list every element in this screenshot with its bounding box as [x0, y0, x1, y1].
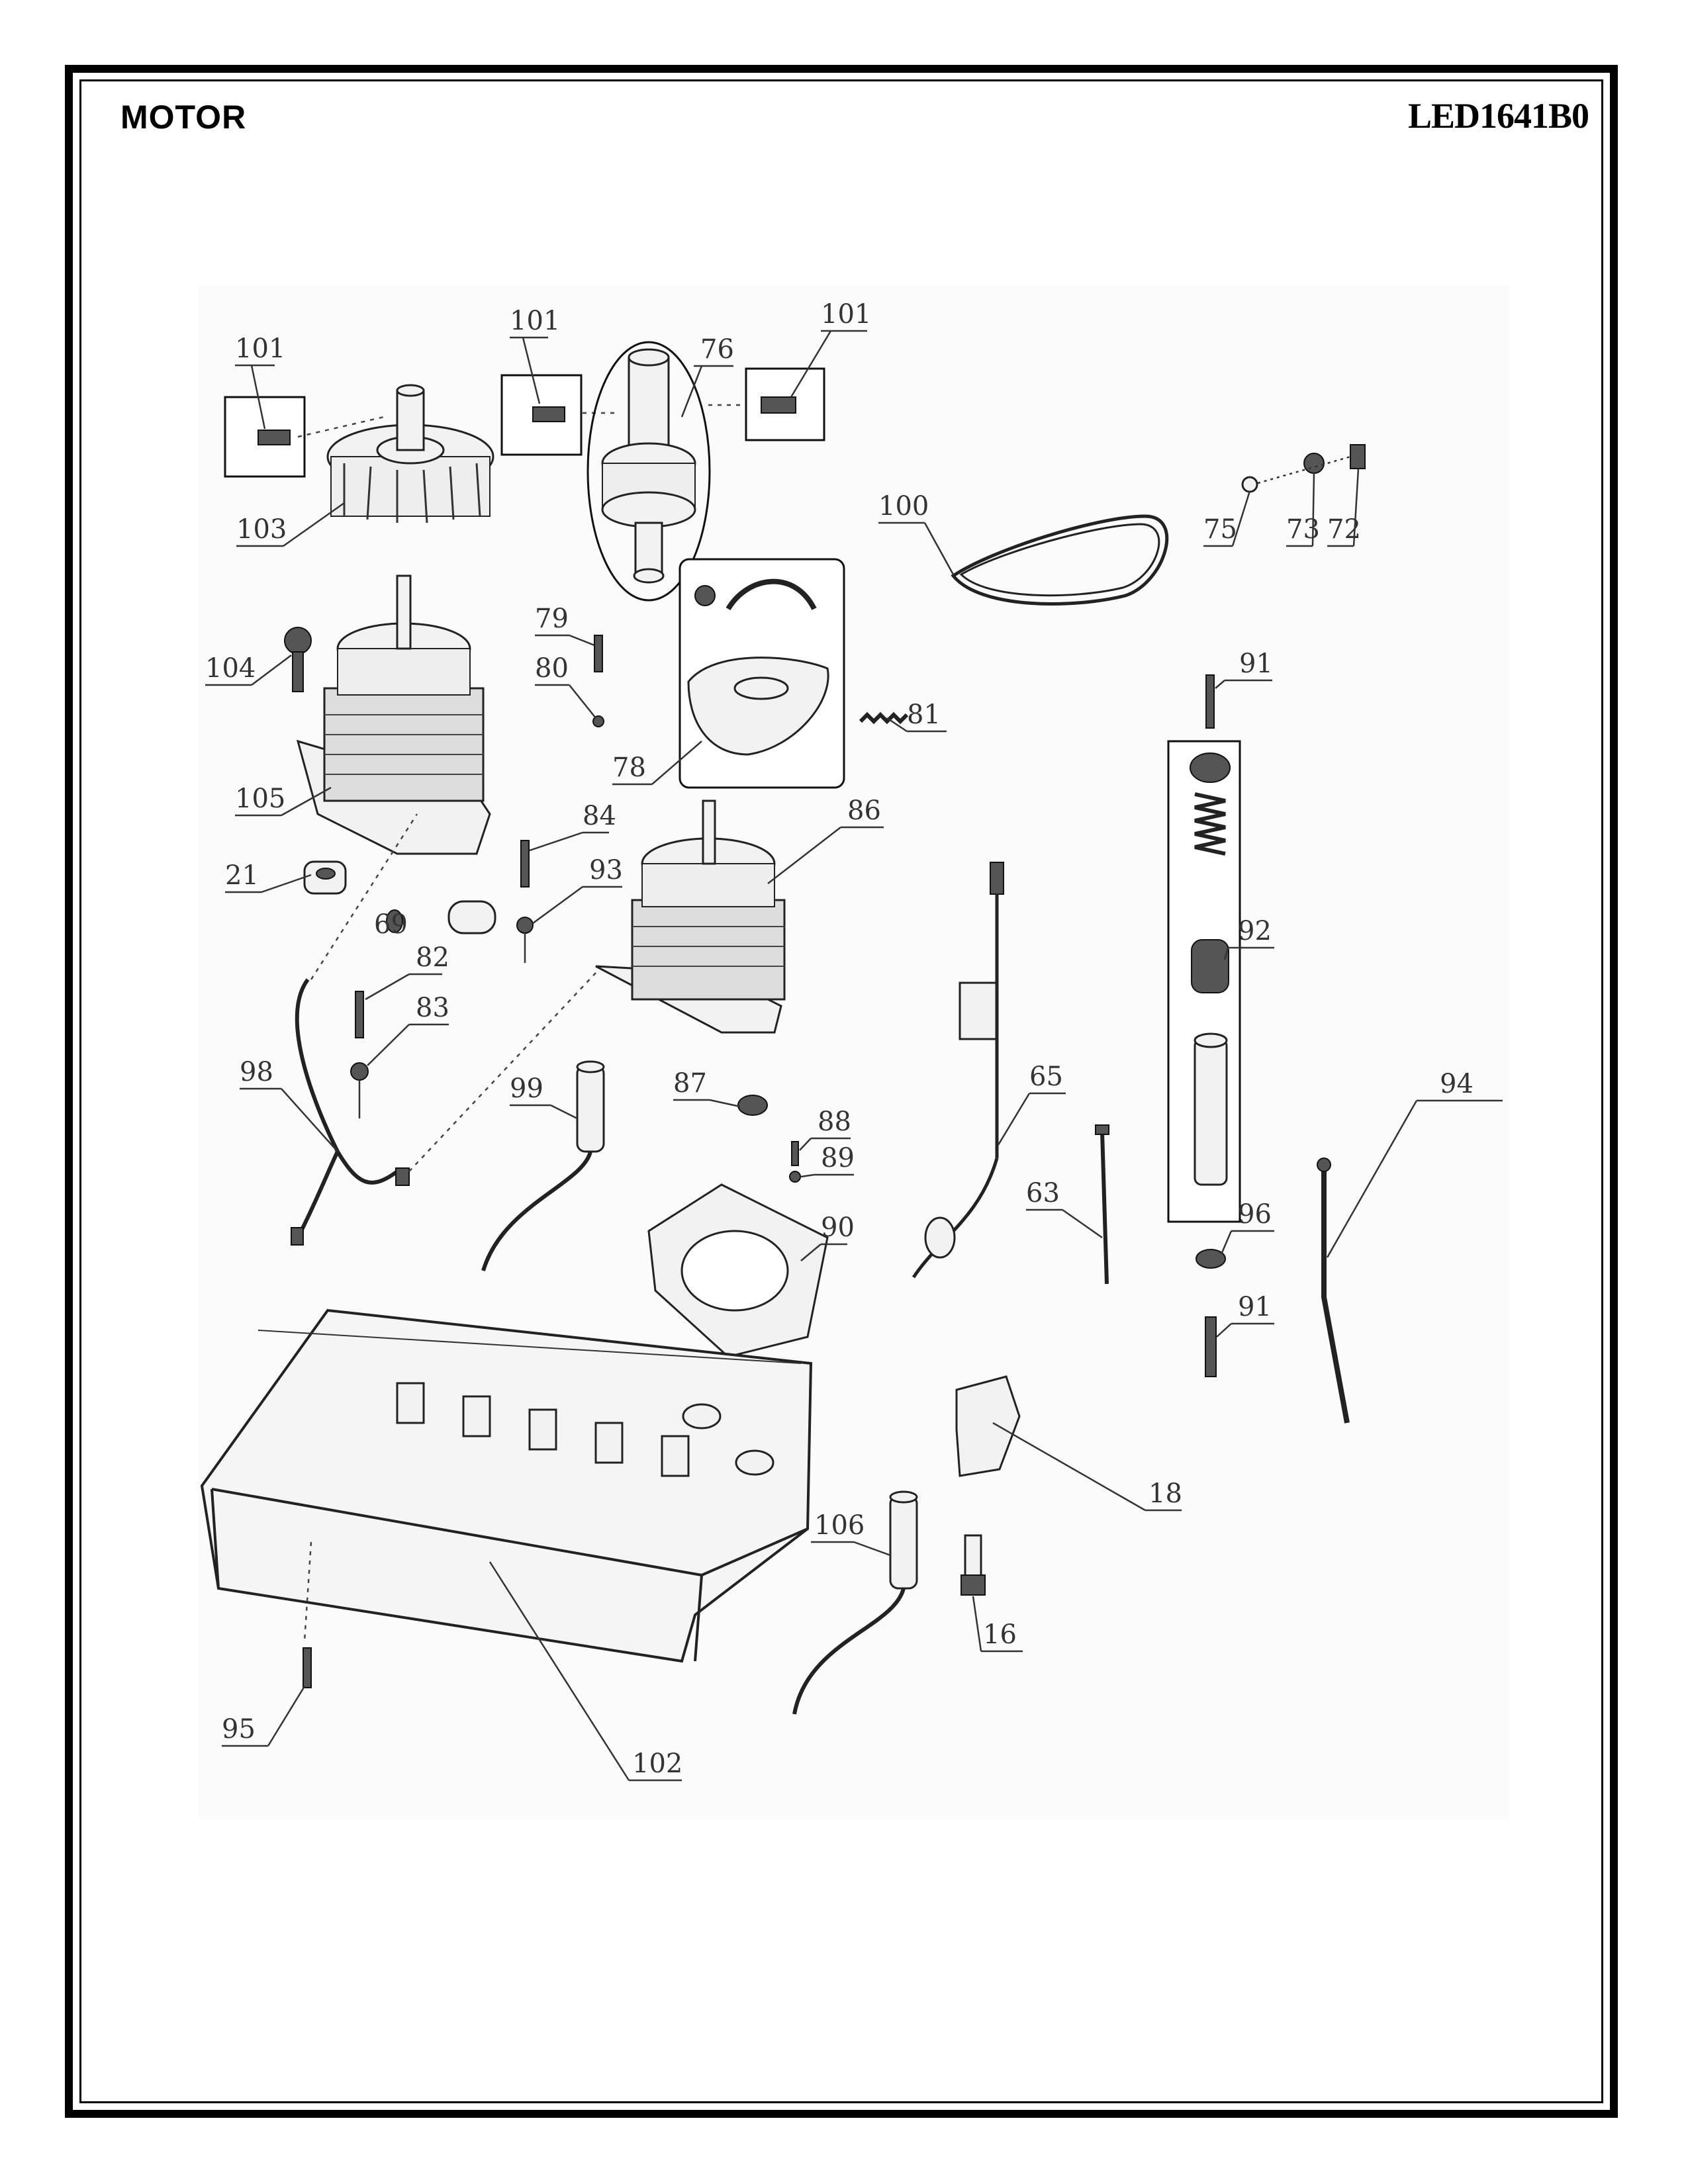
- washer-93: [516, 917, 534, 934]
- washer-73: [1303, 453, 1325, 474]
- callout-98: 98: [240, 1057, 273, 1087]
- callout-82: 82: [416, 942, 449, 973]
- brake-rod-94: [1317, 1158, 1350, 1424]
- callout-63: 63: [1026, 1178, 1060, 1208]
- screw-box-101-middle: [500, 374, 616, 456]
- callout-101: 101: [821, 299, 871, 330]
- screw-84: [520, 840, 530, 887]
- clutch-bracket-78: [679, 558, 845, 789]
- nut-75: [1241, 476, 1258, 493]
- callout-88: 88: [818, 1107, 851, 1137]
- clip-87: [737, 1095, 768, 1116]
- rubber-foot-21: [303, 860, 347, 895]
- water-level-sensor-65: [912, 862, 1004, 1279]
- callout-103: 103: [236, 514, 287, 545]
- brake-sleeve: [1194, 1032, 1228, 1186]
- callout-90: 90: [821, 1212, 855, 1243]
- callout-94: 94: [1440, 1069, 1474, 1099]
- screw-box-101-right: [708, 367, 825, 441]
- callout-80: 80: [535, 653, 569, 684]
- screw-79: [594, 635, 603, 672]
- screw-91-top: [1205, 674, 1215, 729]
- callout-65: 65: [1029, 1062, 1063, 1092]
- callout-69: 69: [374, 909, 408, 940]
- drive-pulley-76: [586, 341, 711, 602]
- bracket-clip-18: [955, 1375, 1021, 1477]
- capacitor-99: [481, 1060, 605, 1271]
- washer-89: [789, 1171, 801, 1183]
- page-border-outer: [65, 65, 1618, 2118]
- callout-105: 105: [235, 784, 285, 814]
- callout-86: 86: [847, 796, 881, 826]
- drive-belt-100: [951, 514, 1169, 606]
- callout-84: 84: [583, 801, 616, 831]
- screw-72: [1350, 444, 1366, 469]
- screw-82: [355, 991, 364, 1038]
- pulley-103: [326, 384, 494, 523]
- callout-96: 96: [1238, 1199, 1272, 1230]
- section-title: MOTOR: [120, 99, 247, 136]
- callout-106: 106: [814, 1510, 865, 1541]
- motor-105: [296, 574, 491, 855]
- callout-76: 76: [700, 334, 734, 365]
- callout-100: 100: [878, 491, 929, 522]
- callout-21: 21: [225, 860, 259, 891]
- model-code: LED1641B0: [1407, 96, 1589, 136]
- callout-99: 99: [510, 1073, 543, 1104]
- callout-104: 104: [205, 653, 256, 684]
- page-border-inner: [79, 79, 1603, 2103]
- brake-bushing-92: [1191, 939, 1229, 993]
- callout-89: 89: [821, 1143, 855, 1173]
- callout-101: 101: [510, 306, 560, 336]
- callout-92: 92: [1238, 916, 1272, 946]
- callout-78: 78: [612, 752, 646, 783]
- callout-72: 72: [1327, 514, 1361, 545]
- bolt-104: [284, 627, 312, 692]
- callout-91: 91: [1239, 649, 1273, 679]
- callout-75: 75: [1203, 514, 1237, 545]
- callout-93: 93: [589, 855, 623, 886]
- callout-101: 101: [235, 334, 285, 364]
- spring-washer-assembly: [1190, 752, 1231, 856]
- capacitor-106: [792, 1490, 918, 1715]
- pad-69: [386, 909, 403, 933]
- wire-harness-98: [291, 813, 596, 1246]
- rubber-pad-holder: [447, 900, 496, 934]
- washer-80: [592, 715, 604, 727]
- callout-91: 91: [1238, 1292, 1272, 1322]
- callout-79: 79: [535, 604, 569, 634]
- screw-box-101-left: [224, 396, 385, 478]
- mounting-plate-90: [647, 1183, 829, 1358]
- callout-87: 87: [673, 1068, 707, 1099]
- washer-96: [1196, 1249, 1226, 1269]
- spring-81: [859, 711, 909, 725]
- callout-102: 102: [632, 1749, 682, 1779]
- callout-81: 81: [907, 700, 941, 730]
- screw-88: [791, 1141, 799, 1166]
- screw-91-bottom: [1205, 1316, 1217, 1377]
- fitting-16: [961, 1534, 986, 1596]
- base-tray-102: [200, 1308, 813, 1663]
- callout-labels: 101 101 76 101 103 100 75 73 72 104 79 8…: [205, 299, 1503, 1782]
- cable-tie-63: [1095, 1124, 1109, 1285]
- callout-73: 73: [1286, 514, 1320, 545]
- callout-18: 18: [1149, 1479, 1182, 1509]
- callout-95: 95: [222, 1714, 256, 1745]
- motor-86: [595, 799, 786, 1034]
- screw-95: [303, 1647, 312, 1688]
- washer-83: [350, 1062, 369, 1081]
- callout-16: 16: [983, 1619, 1017, 1650]
- callout-83: 83: [416, 993, 449, 1023]
